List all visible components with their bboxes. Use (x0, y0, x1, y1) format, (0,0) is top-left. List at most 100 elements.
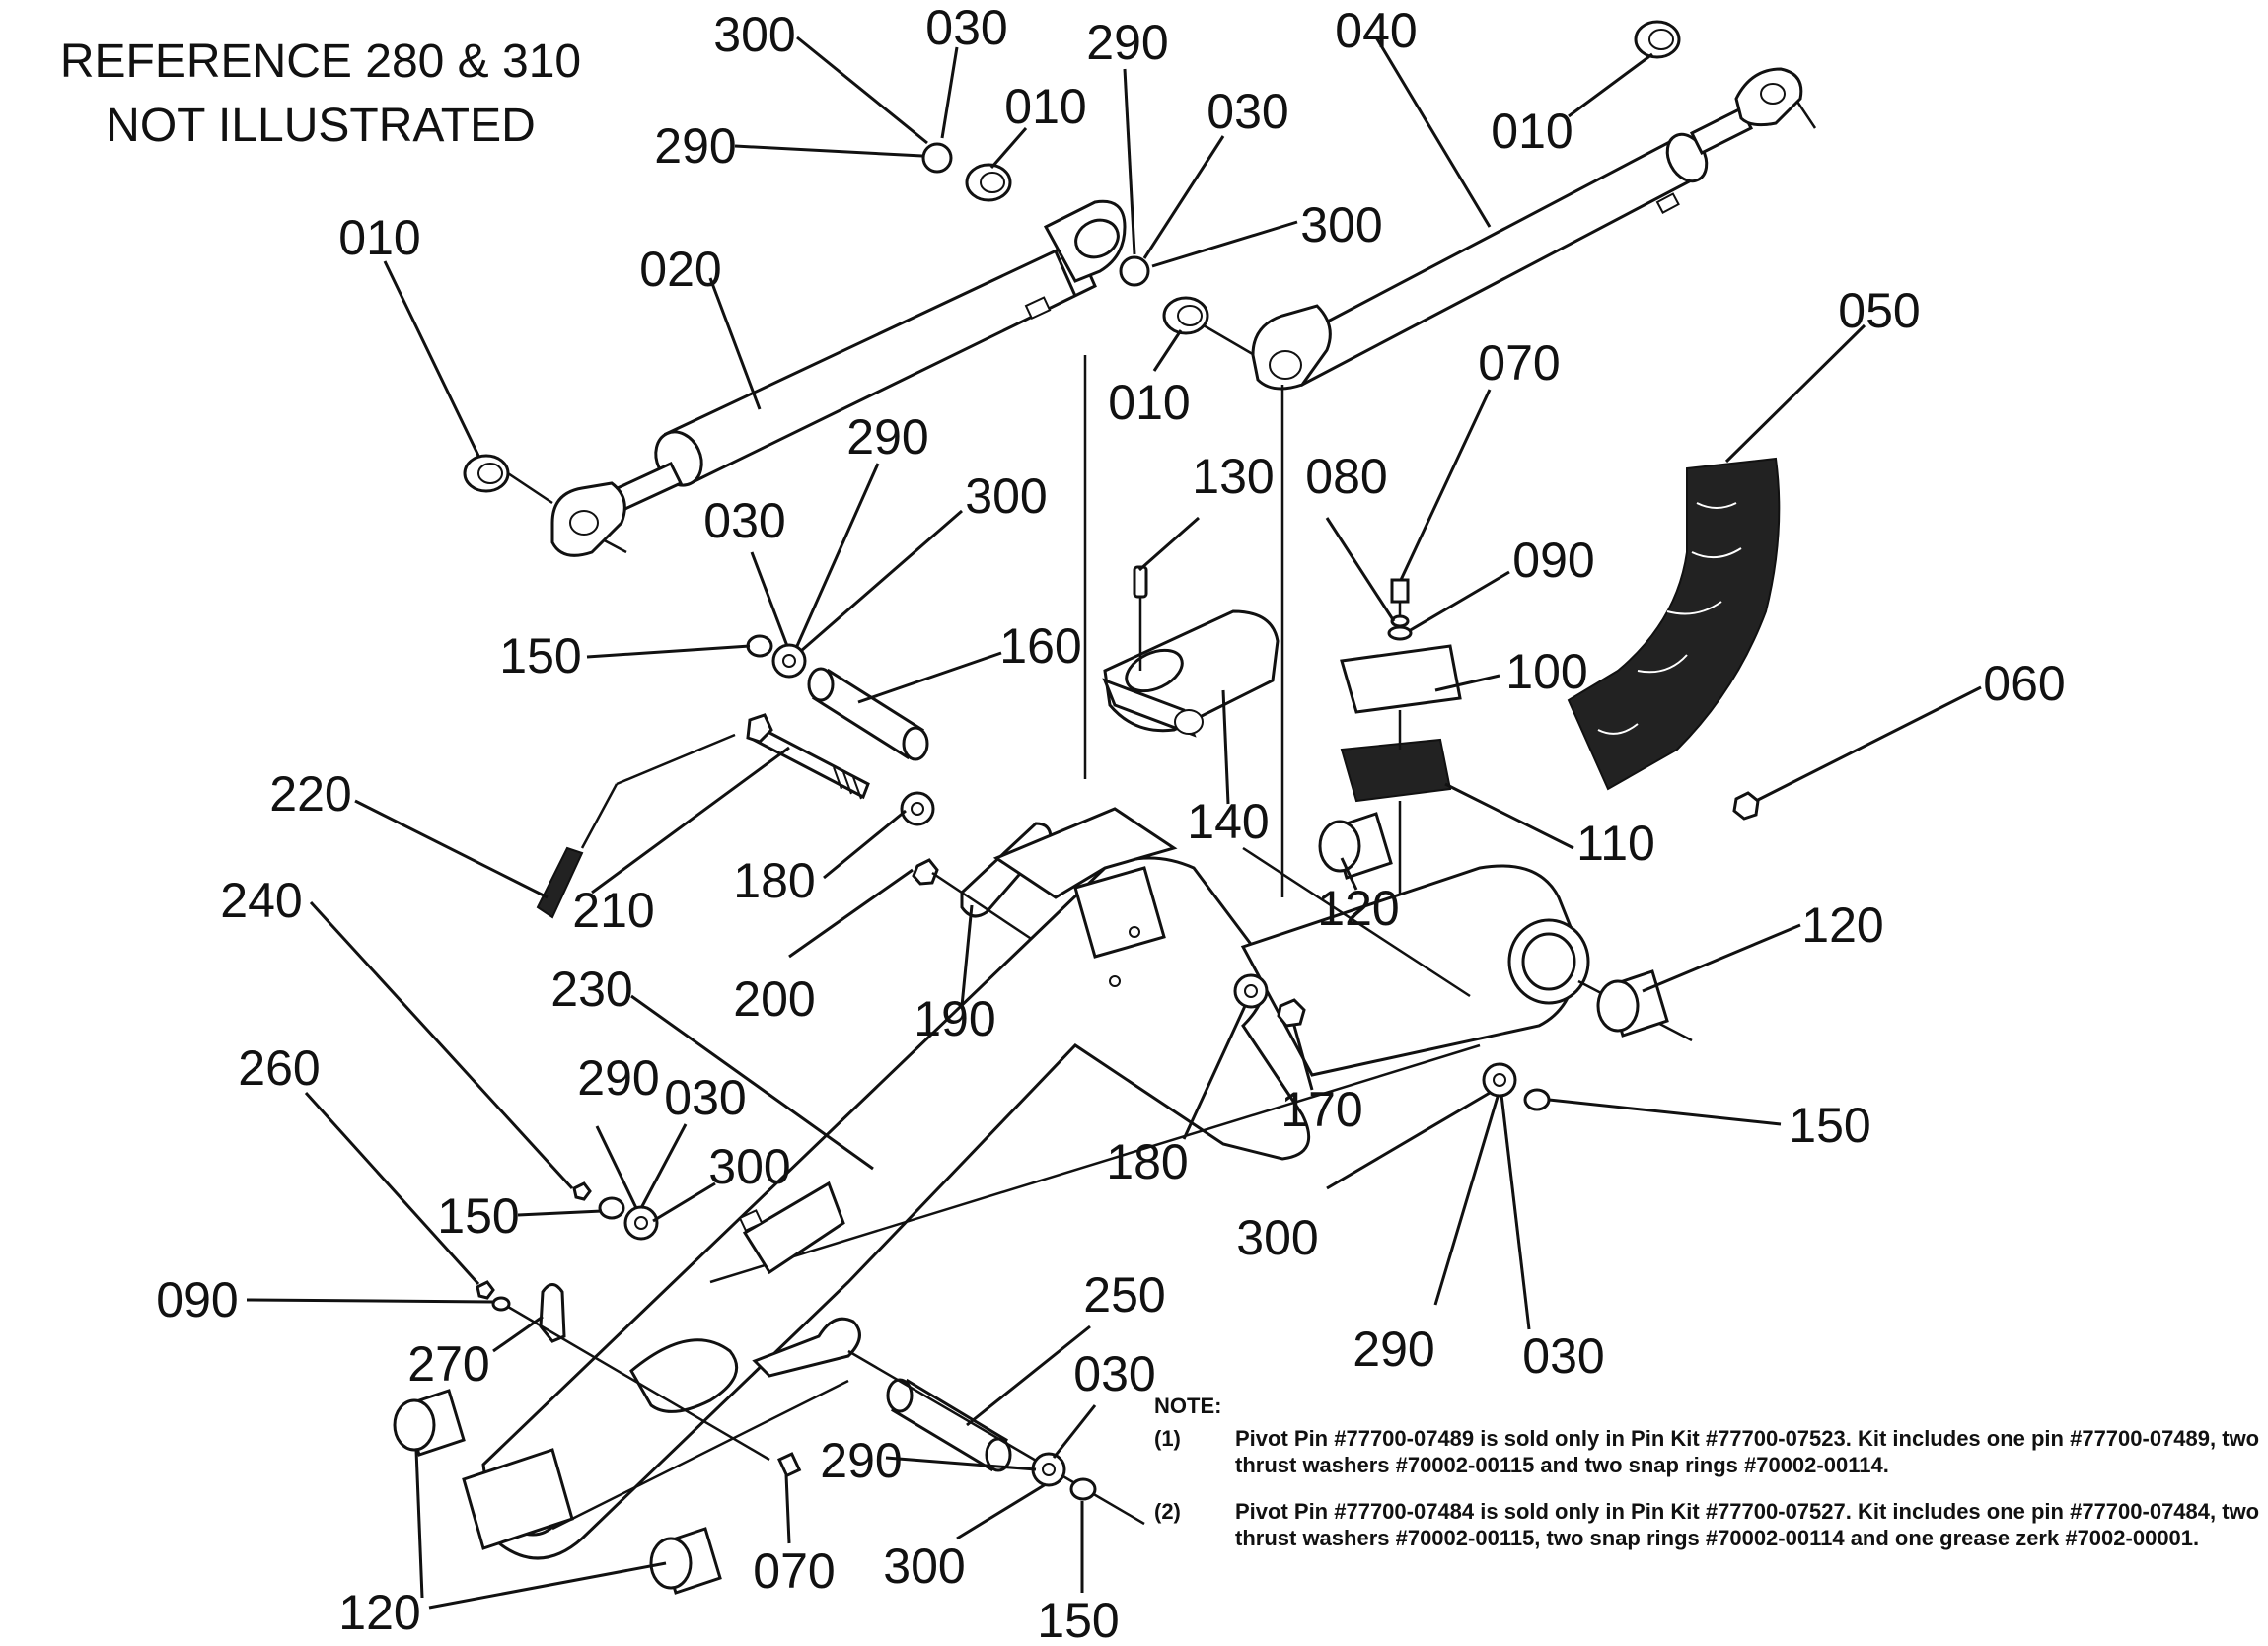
callout-010: 010 (1004, 79, 1086, 134)
callout-070: 070 (753, 1543, 835, 1599)
callout-290: 290 (1353, 1322, 1434, 1377)
callout-290: 290 (654, 118, 736, 174)
callout-010: 010 (338, 210, 420, 265)
callout-250: 250 (1083, 1267, 1165, 1323)
callout-010: 010 (1108, 375, 1190, 430)
rod-220 (536, 733, 736, 919)
callout-150: 150 (1789, 1098, 1870, 1153)
callout-210: 210 (572, 883, 654, 938)
note-item-text: Pivot Pin #77700-07484 is sold only in P… (1235, 1499, 2260, 1550)
callout-020: 020 (639, 242, 721, 297)
callout-030: 030 (664, 1070, 746, 1125)
callout-080: 080 (1305, 449, 1387, 504)
exploded-view-drawing (393, 20, 1817, 1595)
callout-030: 030 (703, 493, 785, 548)
zerk-240 (572, 1181, 592, 1201)
callout-130: 130 (1192, 449, 1274, 504)
callout-150: 150 (499, 628, 581, 683)
callout-270: 270 (407, 1336, 489, 1392)
callout-290: 290 (820, 1433, 902, 1488)
callout-190: 190 (914, 991, 995, 1046)
note-title: NOTE: (1154, 1394, 1222, 1418)
callout-300: 300 (1300, 197, 1382, 252)
note-item-number: (1) (1154, 1426, 1181, 1451)
snap-ring-150-right (1523, 1088, 1551, 1111)
callout-030: 030 (1522, 1328, 1604, 1384)
callout-120: 120 (1801, 897, 1883, 953)
callout-100: 100 (1505, 644, 1587, 699)
pin-130 (1133, 565, 1148, 671)
cylinder-020 (492, 199, 1127, 557)
washer-090-lower (491, 1296, 511, 1312)
bushing-010-a (463, 454, 510, 493)
bushing-120-c (393, 1389, 466, 1457)
note-item-text: Pivot Pin #77700-07489 is sold only in P… (1235, 1426, 2260, 1477)
reference-note-line1: REFERENCE 280 & 310 (60, 36, 581, 88)
callout-260: 260 (238, 1040, 320, 1096)
bolt-070-lower (777, 1452, 802, 1478)
pad-110 (1340, 738, 1452, 803)
bolt-200 (912, 858, 939, 886)
callout-290: 290 (846, 409, 928, 465)
cylinder-040 (1203, 67, 1817, 391)
callout-070: 070 (1478, 335, 1560, 391)
callout-060: 060 (1983, 656, 2065, 711)
chute-050 (1567, 457, 1781, 791)
pin-160 (807, 667, 929, 761)
nut-260 (476, 1280, 495, 1300)
callout-180: 180 (1106, 1134, 1188, 1189)
bushing-120-a (1318, 812, 1393, 880)
nut-090 (1390, 614, 1410, 628)
callout-140: 140 (1187, 794, 1269, 849)
callout-300: 300 (965, 468, 1047, 524)
callout-120: 120 (338, 1585, 420, 1640)
callout-170: 170 (1280, 1082, 1362, 1137)
callout-leaders (246, 36, 1982, 1610)
callout-300: 300 (713, 7, 795, 62)
callout-150: 150 (1037, 1593, 1119, 1646)
bracket-140 (1102, 609, 1280, 738)
callout-040: 040 (1335, 3, 1417, 58)
callout-030: 030 (1207, 84, 1288, 139)
reference-note-line2: NOT ILLUSTRATED (106, 100, 536, 152)
note-item: (2) Pivot Pin #77700-07484 is sold only … (1154, 1498, 2264, 1551)
callout-240: 240 (220, 873, 302, 928)
washer-080 (1387, 625, 1413, 641)
callout-090: 090 (1512, 533, 1594, 588)
nut-170 (1277, 998, 1306, 1028)
bushing-010-b (965, 163, 1012, 202)
note-item: (1) Pivot Pin #77700-07489 is sold only … (1154, 1425, 2264, 1478)
bushing-010-c (1162, 296, 1209, 335)
snap-ring-150-lower (598, 1196, 625, 1220)
callout-labels: 300 030 290 010 290 030 040 010 300 010 … (156, 0, 2065, 1646)
note-block: NOTE: (1) Pivot Pin #77700-07489 is sold… (1154, 1394, 2264, 1571)
note-item-number: (2) (1154, 1499, 1181, 1524)
callout-110: 110 (1576, 816, 1655, 871)
snap-ring-150-a (746, 634, 773, 658)
callout-150: 150 (437, 1188, 519, 1244)
clip-270 (539, 1283, 566, 1343)
snap-ring-150-bottom (1069, 1477, 1097, 1501)
callout-030: 030 (1073, 1346, 1155, 1401)
bushing-010-d (1634, 20, 1681, 59)
callout-010: 010 (1491, 104, 1573, 159)
callout-290: 290 (577, 1050, 659, 1106)
washer-top-left (921, 142, 953, 174)
callout-230: 230 (550, 962, 632, 1017)
callout-300: 300 (1236, 1210, 1318, 1265)
boom-arm-230 (462, 355, 1693, 1560)
callout-300: 300 (883, 1539, 965, 1594)
callout-160: 160 (999, 618, 1081, 674)
callout-090: 090 (156, 1272, 238, 1327)
callout-180: 180 (733, 853, 815, 908)
callout-290: 290 (1086, 15, 1168, 70)
callout-030: 030 (925, 0, 1007, 55)
callout-200: 200 (733, 971, 815, 1027)
nut-060 (1732, 791, 1760, 821)
plate-100 (1340, 644, 1462, 714)
callout-220: 220 (269, 766, 351, 822)
callout-050: 050 (1838, 283, 1920, 338)
callout-120: 120 (1317, 881, 1399, 936)
bolt-210 (746, 713, 870, 800)
